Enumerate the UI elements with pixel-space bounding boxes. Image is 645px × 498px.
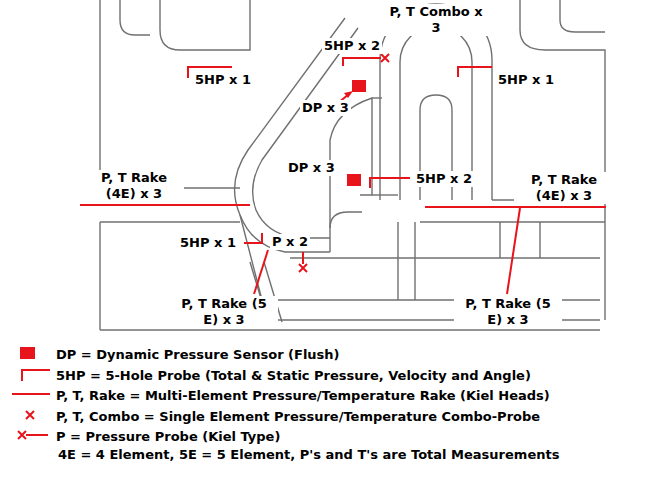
callout-label: P, T Combo x 3 xyxy=(384,4,488,36)
legend-row: P, T, Rake = Multi-Element Pressure/Temp… xyxy=(0,386,645,404)
callout-label: P x 2 xyxy=(270,234,310,250)
machine-outline xyxy=(100,0,605,330)
legend-row: P = Pressure Probe (Kiel Type) xyxy=(0,427,645,445)
legend-text: P, T, Combo = Single Element Pressure/Te… xyxy=(56,409,540,425)
legend-text: DP = Dynamic Pressure Sensor (Flush) xyxy=(56,347,340,363)
callout-label: 5HP x 1 xyxy=(178,235,238,251)
legend-text: P, T, Rake = Multi-Element Pressure/Temp… xyxy=(56,388,550,404)
legend-row: 5HP = 5-Hole Probe (Total & Static Press… xyxy=(0,366,645,384)
arrow-head xyxy=(344,91,353,98)
note-text: 4E = 4 Element, 5E = 5 Element, P's and … xyxy=(56,447,561,463)
legend-symbols xyxy=(12,370,50,439)
legend-row: P, T, Combo = Single Element Pressure/Te… xyxy=(0,407,645,425)
callout-label: 5HP x 2 xyxy=(414,171,474,187)
callout-label: P, T Rake (4E) x 3 xyxy=(514,172,614,204)
callout-label: P, T Rake (4E) x 3 xyxy=(84,170,184,202)
legend-text: P = Pressure Probe (Kiel Type) xyxy=(56,429,280,445)
callout-label: 5HP x 1 xyxy=(496,72,556,88)
callout-label: 5HP x 1 xyxy=(193,72,253,88)
dp-sensor xyxy=(352,80,366,92)
callout-label: 5HP x 2 xyxy=(322,38,382,54)
dp-sensor xyxy=(347,174,361,186)
legend-text: 5HP = 5-Hole Probe (Total & Static Press… xyxy=(56,368,531,384)
callout-label: DP x 3 xyxy=(300,100,351,116)
callout-label: P, T Rake (5 E) x 3 xyxy=(454,296,562,328)
legend-row: DP = Dynamic Pressure Sensor (Flush) xyxy=(0,345,645,363)
callout-label: P, T Rake (5 E) x 3 xyxy=(170,296,278,328)
callout-label: DP x 3 xyxy=(286,160,337,176)
legend-swatch xyxy=(20,347,35,359)
